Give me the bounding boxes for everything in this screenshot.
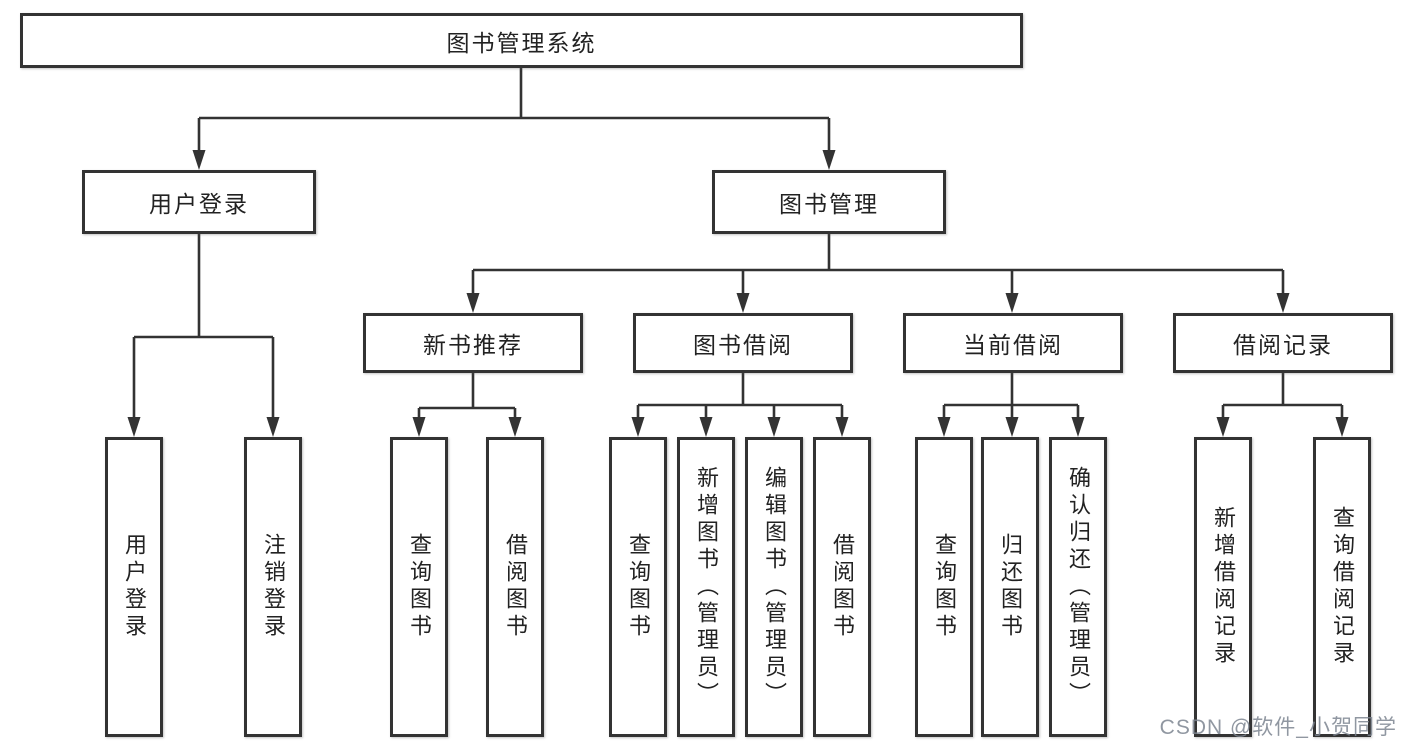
leaf-borrow-edit-books-admin: 编辑图书（管理员）: [745, 437, 803, 737]
edge-borrow-to-leaves: [636, 373, 844, 419]
arrowhead-icon: [266, 417, 280, 437]
leaf-current-query-books: 查询图书: [915, 437, 973, 737]
arrowhead-icon: [1335, 417, 1349, 437]
arrowhead-icon: [1005, 293, 1019, 313]
leaf-records-query-record: 查询借阅记录: [1313, 437, 1371, 737]
edge-current-to-leaves: [942, 373, 1080, 419]
node-borrowing-records: 借阅记录: [1173, 313, 1393, 373]
node-book-borrowing: 图书借阅: [633, 313, 853, 373]
arrowhead-icon: [736, 293, 750, 313]
leaf-borrow-borrow-books: 借阅图书: [813, 437, 871, 737]
leaf-current-return-books: 归还图书: [981, 437, 1039, 737]
leaf-borrow-add-books-admin: 新增图书（管理员）: [677, 437, 735, 737]
arrowhead-icon: [508, 417, 522, 437]
csdn-watermark: CSDN @软件_小贺同学: [1159, 716, 1397, 739]
node-root-system: 图书管理系统: [20, 13, 1023, 68]
edge-userlogin-to-leaves: [132, 234, 275, 419]
arrowhead-icon: [937, 417, 951, 437]
leaf-borrow-query-books: 查询图书: [609, 437, 667, 737]
arrowhead-icon: [767, 417, 781, 437]
arrowhead-icon: [412, 417, 426, 437]
edge-root-to-level2: [197, 68, 831, 152]
arrowhead-icon: [631, 417, 645, 437]
arrowhead-icon: [835, 417, 849, 437]
node-user-login: 用户登录: [82, 170, 316, 234]
arrowhead-icon: [192, 150, 206, 170]
edge-newrec-to-leaves: [417, 373, 517, 419]
arrowheads: [127, 150, 1349, 437]
edge-bookmgmt-to-level3: [471, 234, 1285, 295]
node-new-book-recommendation: 新书推荐: [363, 313, 583, 373]
arrowhead-icon: [699, 417, 713, 437]
arrowhead-icon: [822, 150, 836, 170]
leaf-rec-borrow-books: 借阅图书: [486, 437, 544, 737]
arrowhead-icon: [466, 293, 480, 313]
edge-records-to-leaves: [1221, 373, 1344, 419]
arrowhead-icon: [1071, 417, 1085, 437]
node-book-management: 图书管理: [712, 170, 946, 234]
arrowhead-icon: [1216, 417, 1230, 437]
arrowhead-icon: [1276, 293, 1290, 313]
leaf-user-login: 用户登录: [105, 437, 163, 737]
node-current-borrowing: 当前借阅: [903, 313, 1123, 373]
leaf-current-confirm-return-admin: 确认归还（管理员）: [1049, 437, 1107, 737]
leaf-logout: 注销登录: [244, 437, 302, 737]
arrowhead-icon: [127, 417, 141, 437]
leaf-rec-query-books: 查询图书: [390, 437, 448, 737]
leaf-records-add-record: 新增借阅记录: [1194, 437, 1252, 737]
arrowhead-icon: [1005, 417, 1019, 437]
